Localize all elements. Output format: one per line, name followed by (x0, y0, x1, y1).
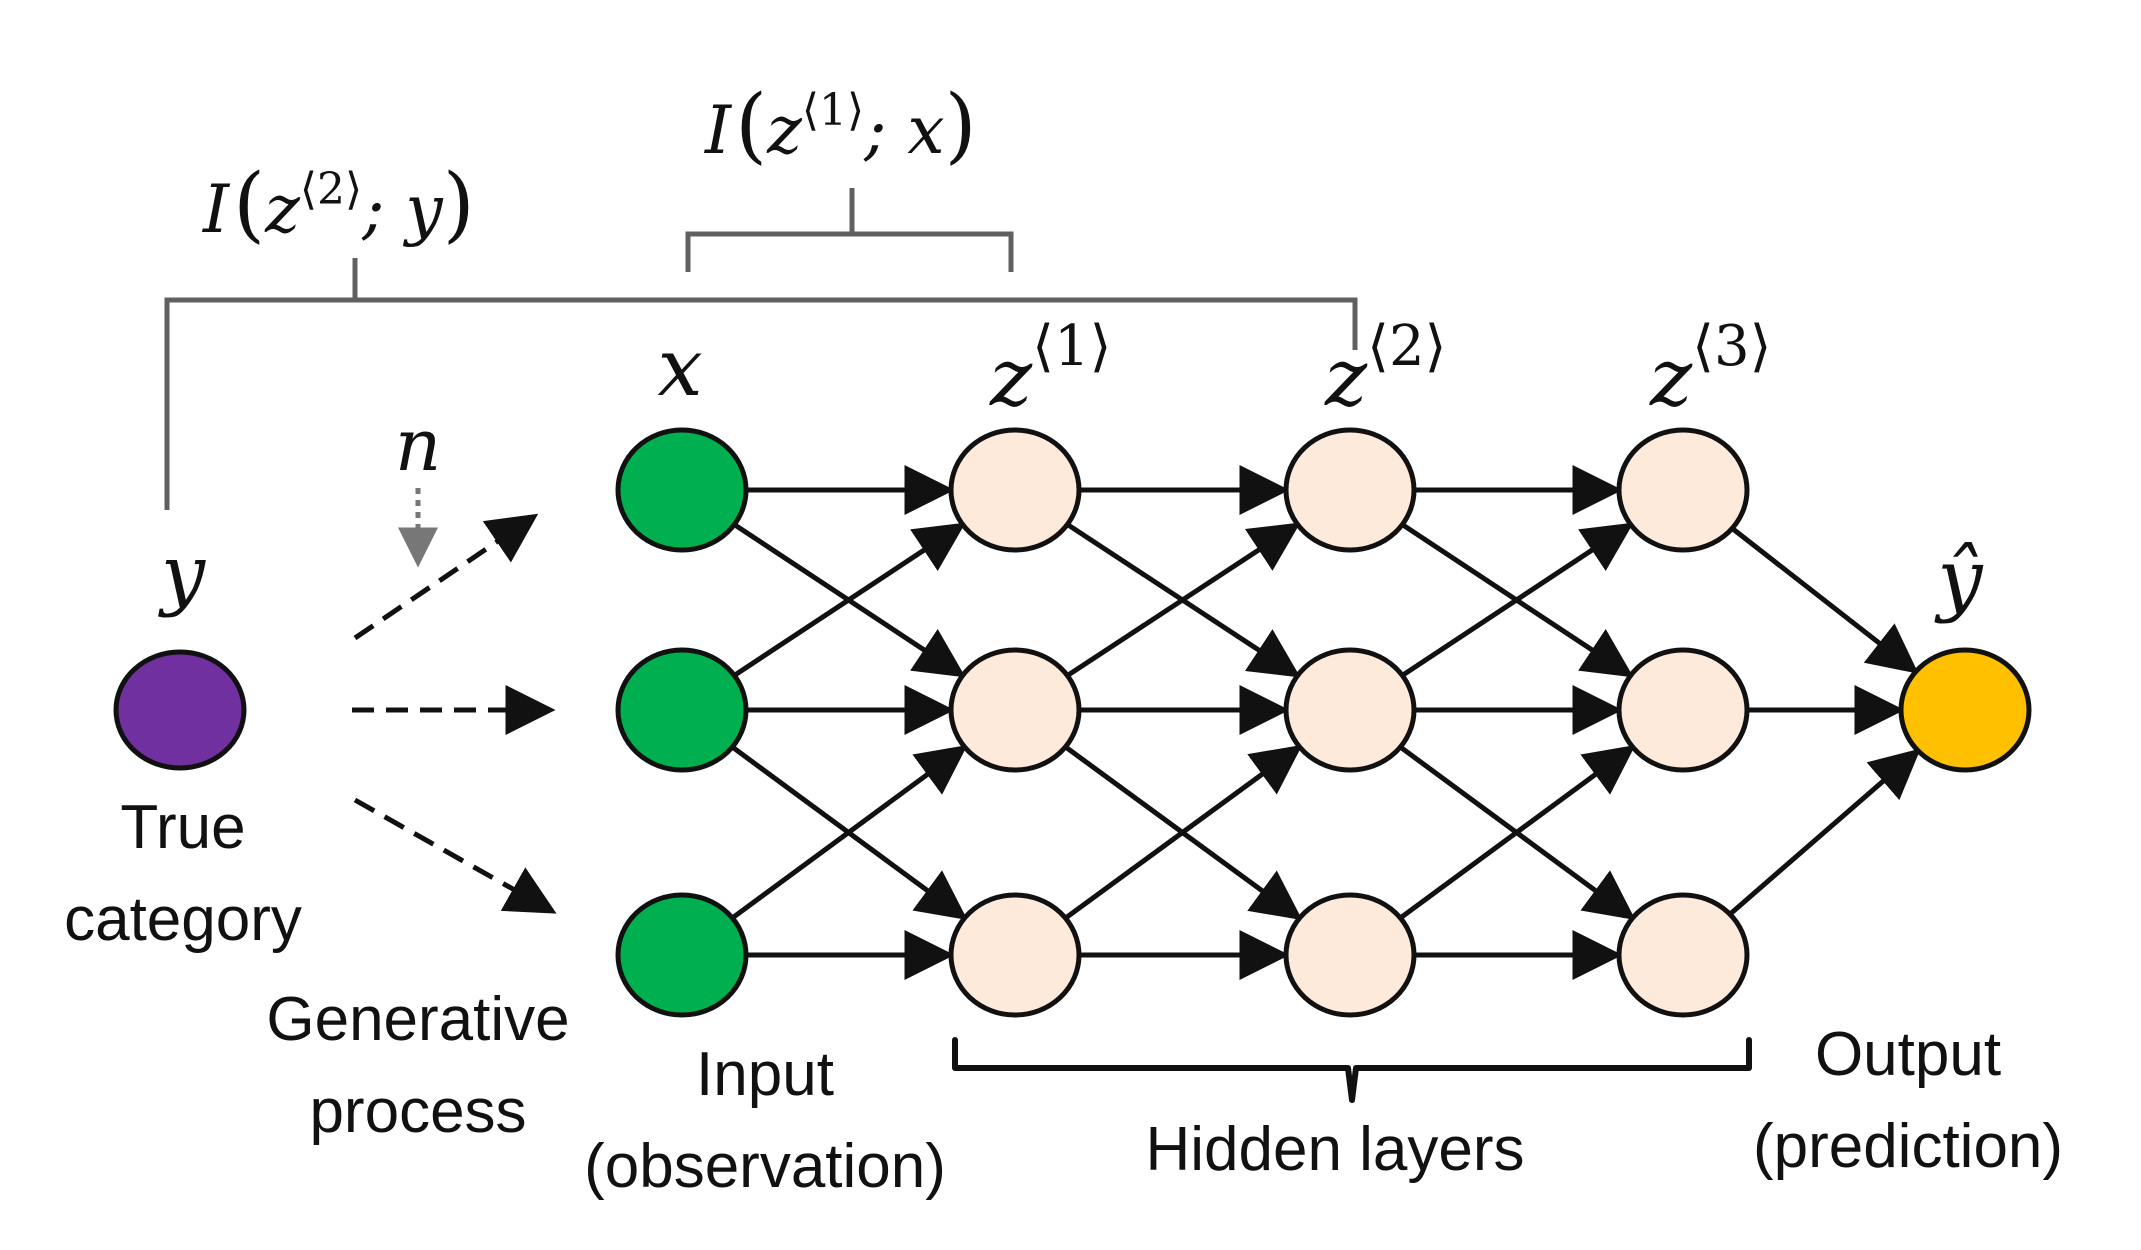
true-category-caption-line1: True (120, 793, 245, 862)
y-label: y (158, 529, 206, 619)
mi-y-prefix: I (202, 171, 231, 248)
hidden-layers-caption: Hidden layers (1145, 1115, 1524, 1184)
z3-label: z⟨3⟩ (1649, 314, 1771, 424)
input-node-2 (615, 647, 749, 773)
z1-var: z (989, 331, 1033, 424)
mi-z2-y-label: I(z⟨2⟩; y) (202, 157, 475, 252)
hidden3-node-2 (1616, 647, 1750, 773)
generative-arrow-bottom (353, 797, 557, 914)
mi-x-prefix: I (704, 92, 733, 169)
z3-sup: ⟨3⟩ (1692, 314, 1771, 379)
hidden2-node-2 (1283, 647, 1417, 773)
edge-l0n2-l1n1 (732, 522, 966, 678)
output-node (1898, 647, 2032, 773)
true-category-caption-line2: category (64, 885, 302, 954)
hidden2-node-1 (1283, 427, 1417, 553)
output-caption-line1: Output (1815, 1020, 2001, 1089)
output-caption-line2: (prediction) (1753, 1112, 2063, 1181)
edge-l1n2-l2n1 (1066, 522, 1301, 678)
mutual-information-brackets (164, 188, 1358, 510)
n-label: n (395, 403, 441, 487)
edge-l1n3-l2n2 (1063, 744, 1303, 921)
edge-l2n3-l3n2 (1398, 744, 1636, 920)
input-node-3 (615, 892, 749, 1018)
z3-var: z (1649, 331, 1693, 424)
z1-sup: ⟨1⟩ (1032, 314, 1111, 379)
x-label: x (657, 321, 702, 414)
hidden1-node-1 (948, 427, 1082, 553)
mi-y-arg: ; y (361, 171, 443, 248)
hidden3-node-3 (1616, 892, 1750, 1018)
mi-y-sup: ⟨2⟩ (300, 164, 362, 215)
bracket-i-z2-y (164, 297, 1358, 510)
hidden1-node-2 (948, 647, 1082, 773)
edge-l3n1-output (1730, 526, 1919, 674)
y-hat-label: ŷ (1934, 532, 1984, 625)
mi-x-var: z (766, 92, 803, 169)
input-caption-line2: (observation) (584, 1132, 946, 1201)
generative-arrow-top (353, 513, 539, 641)
mi-x-arg: ; x (863, 92, 944, 169)
generative-caption-line1: Generative (266, 985, 569, 1054)
bracket-i-z1-x (685, 231, 1014, 272)
input-caption-line1: Input (696, 1040, 834, 1109)
hidden1-node-3 (948, 892, 1082, 1018)
z2-sup: ⟨2⟩ (1367, 314, 1446, 379)
true-category-node (113, 649, 247, 771)
edge-l3n3-output (1728, 748, 1921, 917)
z2-var: z (1324, 331, 1368, 424)
captions: True category Generative process Input (… (64, 793, 2063, 1201)
generative-process-arrows (352, 488, 557, 914)
hidden-layers-brace (952, 1037, 1752, 1103)
z2-label: z⟨2⟩ (1324, 314, 1446, 424)
network-nodes (113, 427, 2032, 1018)
network-edges (730, 465, 1921, 980)
hidden2-node-3 (1283, 892, 1417, 1018)
input-node-1 (615, 427, 749, 553)
edge-l0n3-l1n2 (730, 744, 968, 920)
generative-caption-line2: process (309, 1077, 526, 1146)
hidden3-node-1 (1616, 427, 1750, 553)
edge-l2n2-l3n1 (1400, 522, 1634, 678)
mi-y-var: z (264, 171, 301, 248)
mi-z1-x-label: I(z⟨1⟩; x) (704, 78, 977, 173)
z1-label: z⟨1⟩ (989, 314, 1111, 424)
mi-x-sup: ⟨1⟩ (802, 85, 864, 136)
